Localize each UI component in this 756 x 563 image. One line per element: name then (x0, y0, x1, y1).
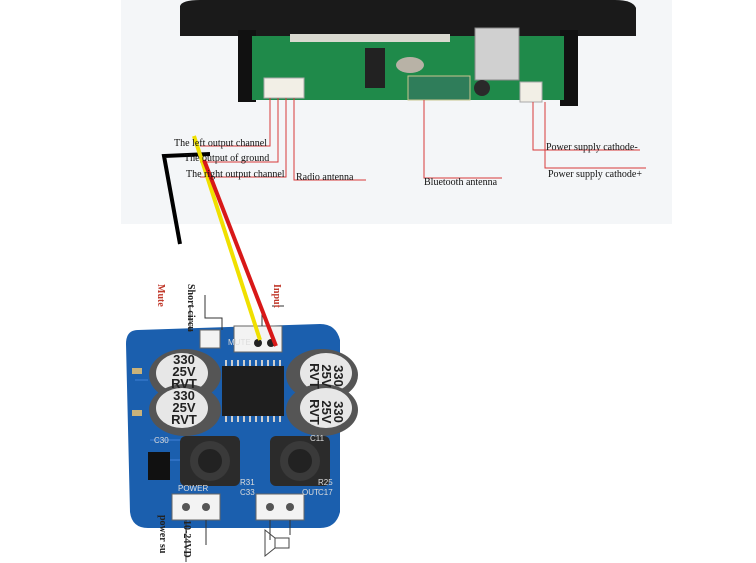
power-pin-minus (202, 503, 210, 511)
label-radio-antenna: Radio antenna (296, 172, 354, 183)
capacitor-2 (149, 384, 221, 436)
smd-part (132, 368, 142, 374)
label-power-supply: power su (157, 515, 168, 554)
left-bracket (238, 30, 256, 102)
silk-c11: C11 (310, 434, 325, 443)
power-pin-plus (182, 503, 190, 511)
black-wire (161, 152, 211, 245)
silk-power: POWER (178, 484, 209, 493)
power-terminal (171, 493, 221, 521)
smd-part (132, 410, 142, 416)
silk-r31: R31 (240, 478, 255, 487)
speaker-icon (264, 528, 290, 558)
label-ground-output: The output of ground (184, 153, 270, 164)
mute-jumper (199, 329, 221, 349)
right-bracket (560, 30, 578, 106)
silk-out: OUT (302, 488, 319, 497)
red-wire (202, 159, 278, 347)
usb-port (474, 27, 520, 81)
label-bluetooth-antenna: Bluetooth antenna (424, 177, 498, 188)
speaker-pin-1 (266, 503, 274, 511)
speaker-pin-2 (286, 503, 294, 511)
crystal (396, 57, 424, 73)
silk-c33: C33 (240, 488, 255, 497)
speaker-terminal (255, 493, 305, 521)
inductor-right (270, 436, 330, 486)
display-connector (290, 34, 450, 42)
label-right-output: The right output channel (186, 169, 285, 180)
label-leader-lines (200, 98, 646, 181)
silk-mute: MUTE (228, 338, 251, 347)
label-input: Input (271, 284, 282, 308)
ic-pins (225, 360, 281, 422)
label-short-circuit: Short circu (185, 284, 196, 332)
label-power-plus: Power supply cathode+ (548, 169, 642, 180)
power-connector (519, 81, 543, 103)
label-mute: Mute (155, 284, 166, 307)
smd-diode (148, 452, 170, 480)
silk-c30: C30 (154, 436, 169, 445)
module-chip (365, 48, 385, 88)
label-left-output: The left output channel (174, 138, 268, 149)
audio-connector (263, 77, 305, 99)
silk-r25: R25 (318, 478, 333, 487)
silk-c17: C17 (318, 488, 333, 497)
inductor-left (180, 436, 240, 486)
capacitor-4 (286, 384, 358, 436)
yellow-wire (192, 135, 262, 341)
module-capacitor (474, 80, 490, 96)
input-pin-left (254, 339, 262, 347)
bluetooth-module (407, 75, 471, 101)
module-front-panel (180, 0, 636, 36)
amp-ic (222, 366, 284, 416)
label-voltage: 10-24VD (181, 520, 192, 558)
label-power-minus: Power supply cathode- (546, 142, 638, 153)
